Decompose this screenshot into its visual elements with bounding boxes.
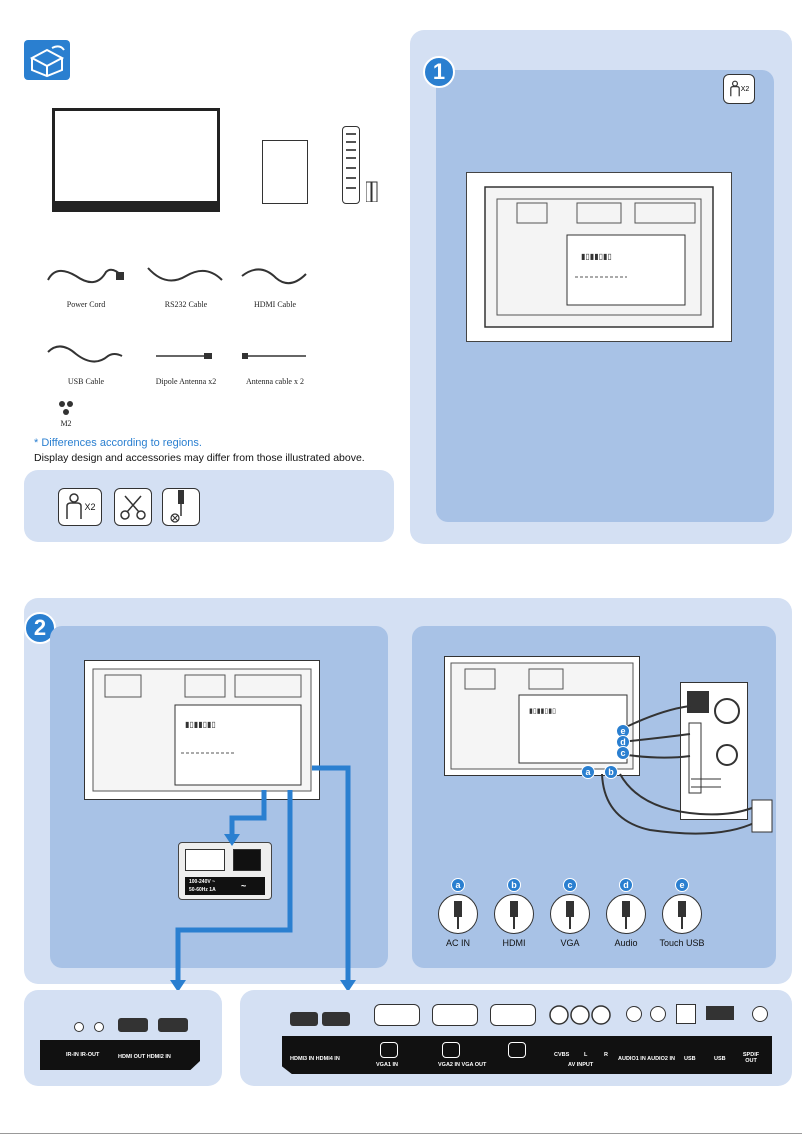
side-ports-strip (40, 1040, 200, 1070)
power-socket-inset: 100-240V ~ 50-60Hz 1A ~ (178, 842, 272, 900)
unpack-box-icon (24, 40, 70, 80)
spdif-out-jack (752, 1006, 768, 1022)
ir-out-jack (94, 1022, 104, 1032)
remote-control-image (342, 126, 360, 204)
pc-badge-a: a (581, 765, 595, 779)
power-voltage-label: 100-240V ~ (189, 879, 215, 885)
vga1-label: VGA1 IN (376, 1062, 399, 1068)
rs232-cable-label: RS232 Cable (164, 300, 208, 309)
dipole-antenna-label: Dipole Antenna x2 (155, 377, 217, 386)
connector-label-c: VGA (560, 938, 580, 948)
connector-b (494, 894, 534, 934)
display-in-box-image: ▮▯▮▮▯▮▯ (466, 172, 732, 342)
usb2-label: USB (714, 1056, 726, 1062)
hdmi4-in-port (322, 1012, 350, 1026)
hdmi2-in-port (158, 1018, 188, 1032)
connector-label-d: Audio (614, 938, 638, 948)
side-ports-panel (24, 990, 222, 1086)
bottom-rule (0, 1133, 802, 1134)
pc-badge-b: b (604, 765, 618, 779)
antenna-cable-label: Antenna cable x 2 (246, 377, 304, 386)
hdmi3-in-port (290, 1012, 318, 1026)
vga2-label: VGA2 IN VGA OUT (438, 1062, 487, 1068)
screwdriver-icon (162, 488, 200, 526)
usb1-label: USB (684, 1056, 696, 1062)
usb-cable-image (46, 340, 126, 370)
scissors-icon (114, 488, 152, 526)
connector-e (662, 894, 702, 934)
ir-port-label: IR-IN IR-OUT (66, 1052, 100, 1058)
hdmi-side-port-label: HDMI OUT HDMI2 IN (118, 1054, 171, 1060)
step1-person-count: X2 (740, 85, 750, 93)
pc-cables (601, 705, 773, 835)
audio-in-label: AUDIO1 IN AUDIO2 IN (618, 1056, 675, 1062)
vga-out-port (490, 1004, 536, 1026)
connector-badge-d: d (619, 878, 633, 892)
person-count-label: X2 (84, 502, 96, 512)
power-cord-image (46, 262, 126, 292)
quick-start-guide-image (262, 140, 308, 204)
pc-badge-c: c (616, 746, 630, 760)
step1-badge: 1 (423, 56, 455, 88)
av-input-jacks (548, 1004, 612, 1026)
audio2-in-jack (650, 1006, 666, 1022)
connector-badge-c: c (563, 878, 577, 892)
connector-plug-icon (510, 901, 518, 929)
bottom-ports-strip (282, 1036, 772, 1074)
rs232-cable-image (146, 262, 226, 292)
two-persons-icon: X2 (58, 488, 102, 526)
hdmi-cable-label: HDMI Cable (254, 300, 296, 309)
regions-note: * Differences according to regions. (34, 437, 202, 449)
spdif-label: SPDIF OUT (742, 1052, 760, 1064)
pc-tower-image (680, 682, 748, 820)
dipole-antenna-image (156, 348, 212, 359)
display-front-image (52, 108, 220, 212)
connector-plug-icon (678, 901, 686, 929)
antenna-cable-image (242, 348, 306, 359)
av-input-label: AV INPUT (568, 1062, 594, 1068)
usb-a-port (706, 1006, 734, 1020)
vga2-in-port (432, 1004, 478, 1026)
connector-c (550, 894, 590, 934)
svg-text:▮▯▮▮▯▮▯: ▮▯▮▮▯▮▯ (185, 720, 216, 729)
l-label: L (584, 1052, 588, 1058)
connector-plug-icon (566, 901, 574, 929)
hdmi-out-port (118, 1018, 148, 1032)
connector-a (438, 894, 478, 934)
connector-d (606, 894, 646, 934)
usb-b-port (676, 1004, 696, 1024)
screw-label: M2 (60, 419, 72, 428)
step1-two-persons-icon: X2 (723, 74, 755, 104)
connector-badge-a: a (451, 878, 465, 892)
pc-connection-image: ▮▯▮▮▯▮▯ (444, 656, 640, 776)
connector-label-a: AC IN (445, 938, 470, 948)
vga1-in-port (374, 1004, 420, 1026)
connector-label-b: HDMI (502, 938, 526, 948)
connector-plug-icon (622, 901, 630, 929)
ir-in-jack (74, 1022, 84, 1032)
hdmi-cable-image (240, 262, 310, 292)
display-back-image: ▮▯▮▮▯▮▯ (84, 660, 320, 800)
power-freq-label: 50-60Hz 1A (189, 887, 216, 893)
screw-icon (58, 400, 74, 416)
connector-badge-b: b (507, 878, 521, 892)
connector-plug-icon (454, 901, 462, 929)
disclaimer-note: Display design and accessories may diffe… (34, 452, 365, 464)
r-label: R (604, 1052, 608, 1058)
batteries-image (365, 180, 378, 203)
hdmi34-label: HDMI3 IN HDMI4 IN (290, 1056, 340, 1062)
connector-label-e: Touch USB (659, 938, 705, 948)
usb-cable-label: USB Cable (67, 377, 105, 386)
power-ac-symbol: ~ (241, 881, 247, 891)
svg-text:▮▯▮▮▯▮▯: ▮▯▮▮▯▮▯ (581, 252, 612, 261)
tools-panel: X2 (24, 470, 394, 542)
svg-text:▮▯▮▮▯▮▯: ▮▯▮▮▯▮▯ (529, 708, 556, 715)
audio1-in-jack (626, 1006, 642, 1022)
connector-badge-e: e (675, 878, 689, 892)
power-cord-label: Power Cord (66, 300, 106, 309)
cvbs-label: CVBS (554, 1052, 570, 1058)
